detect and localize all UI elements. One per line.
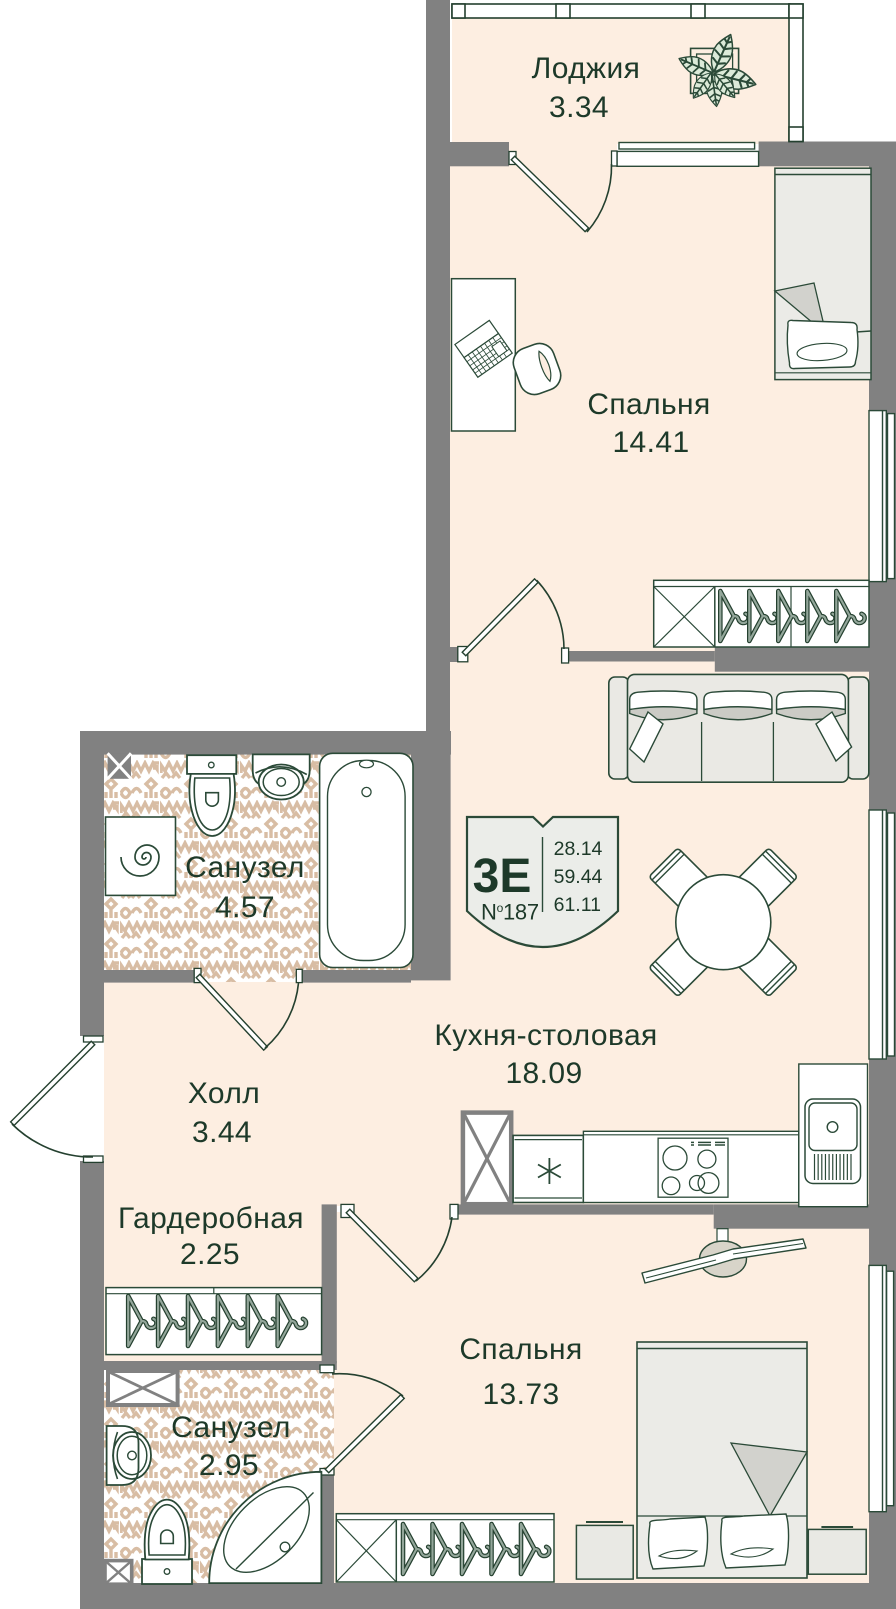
- svg-text:Лоджия: Лоджия: [532, 52, 641, 85]
- svg-text:2.25: 2.25: [180, 1238, 240, 1271]
- svg-text:4.57: 4.57: [215, 891, 275, 924]
- svg-text:3.44: 3.44: [192, 1116, 252, 1149]
- svg-text:3.34: 3.34: [549, 91, 609, 124]
- svg-text:59.44: 59.44: [554, 866, 603, 888]
- svg-text:61.11: 61.11: [554, 894, 601, 916]
- svg-text:Холл: Холл: [188, 1077, 260, 1110]
- svg-text:2.95: 2.95: [199, 1449, 259, 1482]
- svg-text:No187: No187: [481, 900, 539, 925]
- svg-text:Санузел: Санузел: [185, 851, 305, 884]
- svg-text:Санузел: Санузел: [171, 1411, 291, 1444]
- svg-text:28.14: 28.14: [554, 838, 603, 860]
- svg-text:18.09: 18.09: [505, 1057, 582, 1090]
- svg-text:14.41: 14.41: [612, 426, 689, 459]
- svg-text:Кухня-столовая: Кухня-столовая: [434, 1019, 657, 1052]
- svg-text:Гардеробная: Гардеробная: [118, 1202, 304, 1235]
- svg-text:Спальня: Спальня: [587, 388, 710, 421]
- svg-text:3Е: 3Е: [473, 850, 532, 903]
- svg-text:Спальня: Спальня: [459, 1333, 582, 1366]
- svg-text:13.73: 13.73: [482, 1378, 559, 1411]
